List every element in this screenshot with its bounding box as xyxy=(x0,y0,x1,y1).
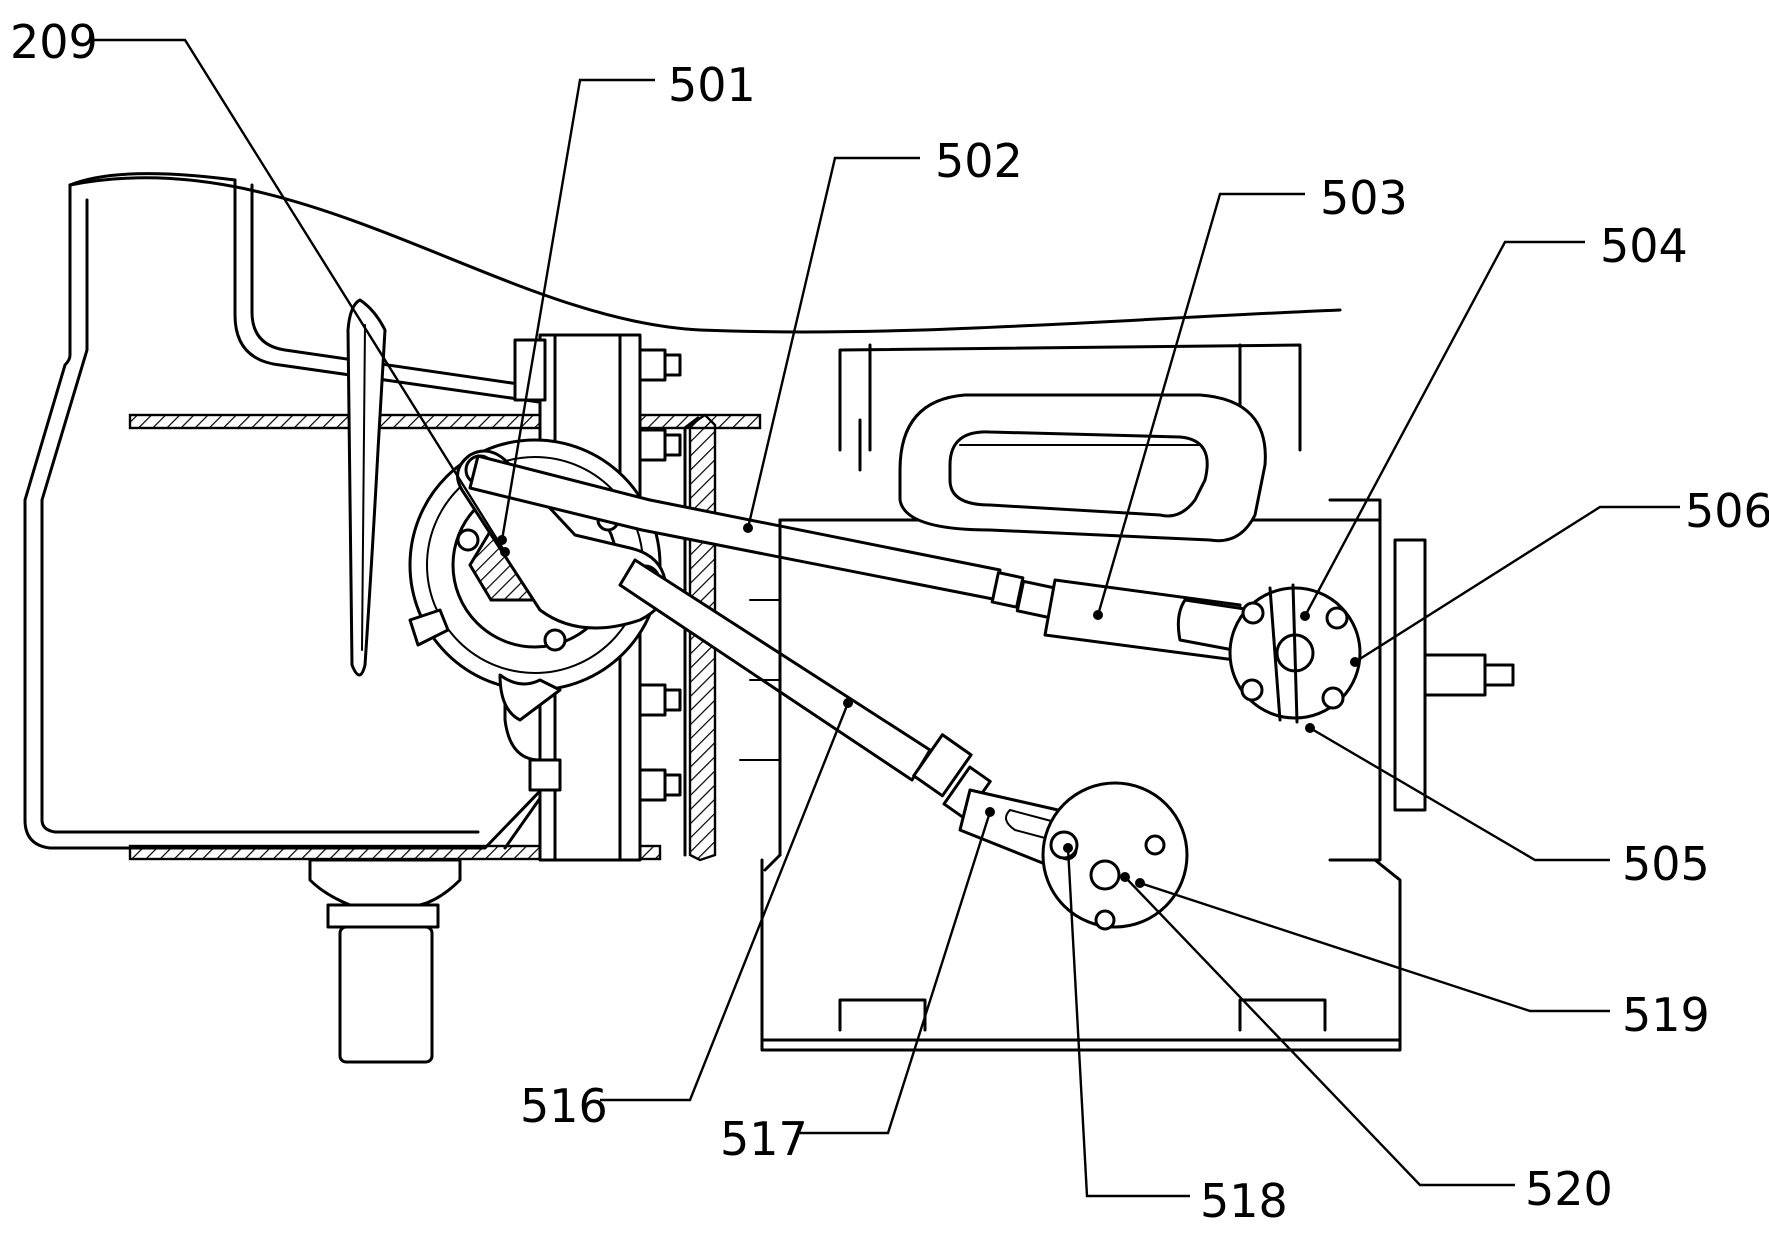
carry-handle xyxy=(898,393,1267,543)
upper-link-rod xyxy=(468,454,1063,621)
label-502: 502 xyxy=(935,134,1023,188)
right-flange xyxy=(1228,538,1515,812)
leader-lines xyxy=(90,38,1680,1198)
label-503: 503 xyxy=(1320,171,1408,225)
label-517: 517 xyxy=(720,1112,808,1166)
label-520: 520 xyxy=(1525,1162,1613,1216)
upper-hatched-plate xyxy=(128,413,762,430)
bottom-shaft xyxy=(308,858,462,1064)
label-506: 506 xyxy=(1685,484,1769,538)
top-profile-curve xyxy=(68,176,1342,334)
label-501: 501 xyxy=(668,58,756,112)
left-blade xyxy=(346,298,387,677)
lower-link-rod xyxy=(618,558,992,820)
label-505: 505 xyxy=(1622,837,1710,891)
lower-disk xyxy=(1041,781,1189,931)
label-518: 518 xyxy=(1200,1174,1288,1228)
label-516: 516 xyxy=(520,1079,608,1133)
label-504: 504 xyxy=(1600,219,1688,273)
right-machine-body xyxy=(739,343,1402,1052)
label-209: 209 xyxy=(10,15,98,69)
label-519: 519 xyxy=(1622,988,1710,1042)
